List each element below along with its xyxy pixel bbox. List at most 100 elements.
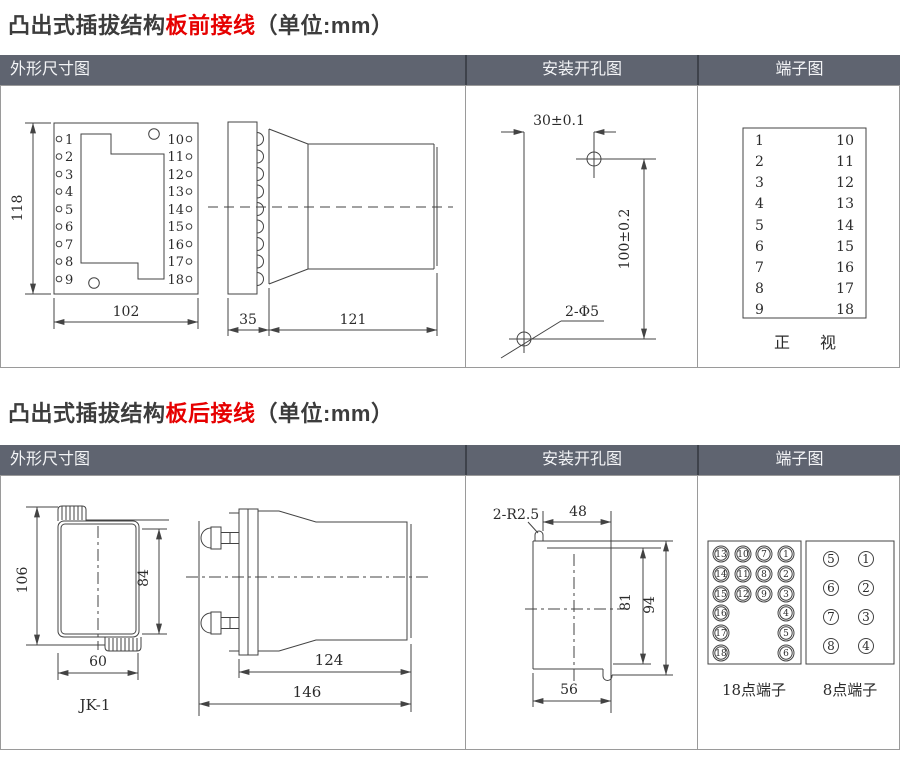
mounting-hole: [88, 277, 100, 289]
section2-header-row: 外形尺寸图 安装开孔图 端子图: [0, 445, 900, 475]
dim-56: 56: [532, 673, 612, 707]
side-view: [208, 121, 453, 295]
install-hole-drawing-front-wiring: 30±0.1 100±0.2 2-Φ5: [500, 113, 656, 359]
dim-label: 106: [15, 567, 31, 594]
svg-text:7: 7: [755, 260, 764, 276]
dim-label: 102: [113, 304, 140, 320]
mounting-tab: [104, 637, 142, 652]
slot-callout: 2-R2.5: [493, 507, 539, 534]
terminal-number: 10: [167, 133, 184, 148]
svg-text:15: 15: [715, 590, 727, 600]
terminal-number: 14: [167, 203, 184, 218]
terminal-number: 8: [65, 255, 73, 270]
section1-terminal-cell: 1 2 3 4 5 6 7 8 9 10 11 12 13 14 15: [697, 86, 899, 367]
title-wiring-type: 板后接线: [165, 401, 256, 426]
front-view: [26, 505, 169, 652]
terminal-block-8pt: 5 6 7 8 1 2 3 4 8点端子: [805, 540, 895, 699]
section1-install-cell: 30±0.1 100±0.2 2-Φ5: [465, 86, 697, 367]
dim-label: 84: [136, 569, 152, 587]
section2-install-cell: 2-R2.5 48 81 94: [465, 476, 697, 749]
svg-text:2: 2: [755, 154, 764, 170]
terminal-numbers-left: 1 2 3 4 5 6 7 8 9: [755, 133, 764, 318]
terminal-number: 2: [65, 150, 73, 165]
dim-106: 106: [15, 506, 40, 646]
title-prefix: 凸出式插拔结构: [8, 13, 166, 38]
svg-text:2: 2: [862, 581, 870, 595]
centerlines: [525, 554, 629, 683]
dim-label: 124: [315, 651, 344, 669]
terminal-block-18pt: 13 14 15 16 17 18 10 11 12 7 8 9 1 2 3 4: [707, 540, 802, 699]
svg-text:5: 5: [755, 218, 764, 234]
svg-text:12: 12: [836, 175, 854, 191]
terminal-number: 6: [65, 220, 73, 235]
section1-body-row: 1 2 3 4 5 6 7 8 9 10 11 12 13 14 15 16 1: [0, 85, 900, 368]
section2-body-row: 106 84 60 JK-1: [0, 475, 900, 750]
svg-text:1: 1: [862, 552, 870, 566]
svg-text:7: 7: [761, 550, 767, 560]
svg-text:10: 10: [836, 133, 854, 149]
svg-text:1: 1: [783, 550, 789, 560]
dim-label: 121: [340, 312, 367, 328]
dim-label: 60: [89, 654, 107, 670]
section2-terminal-cell: 13 14 15 16 17 18 10 11 12 7 8 9 1 2 3 4: [697, 476, 899, 749]
dim-width-102: 102: [53, 298, 199, 329]
svg-text:16: 16: [715, 609, 727, 619]
svg-text:3: 3: [783, 590, 789, 600]
terminal-drawing-front-wiring: 1 2 3 4 5 6 7 8 9 10 11 12 13 14 15: [742, 127, 867, 352]
hole-spec-label: 2-Φ5: [565, 304, 599, 320]
svg-text:6: 6: [783, 649, 789, 659]
terminal-number: 5: [65, 203, 73, 218]
svg-text:18: 18: [836, 302, 854, 318]
slot-spec-label: 2-R2.5: [493, 507, 539, 523]
dim-81: 81: [613, 547, 651, 665]
dim-label: 30±0.1: [533, 113, 585, 129]
svg-text:10: 10: [737, 550, 749, 560]
svg-text:12: 12: [737, 590, 748, 600]
terminal-number: 17: [167, 255, 184, 270]
terminal-number: 13: [167, 185, 184, 200]
svg-text:11: 11: [737, 570, 748, 580]
dim-label: 81: [618, 593, 634, 611]
svg-text:9: 9: [755, 302, 764, 318]
terminal-number: 9: [65, 273, 73, 288]
dim-label: 48: [569, 504, 587, 520]
header-outline-view: 外形尺寸图: [10, 61, 91, 78]
terminal-number: 18: [167, 273, 184, 288]
terminal-drawing-rear-wiring: 13 14 15 16 17 18 10 11 12 7 8 9 1 2 3 4: [707, 540, 895, 699]
svg-text:16: 16: [836, 260, 854, 276]
hole-callout: 2-Φ5: [500, 304, 604, 359]
header-terminal-view: 端子图: [697, 445, 900, 475]
svg-text:11: 11: [836, 154, 854, 170]
svg-text:13: 13: [836, 196, 854, 212]
svg-text:1: 1: [755, 133, 764, 149]
side-view: [186, 508, 429, 716]
section1-header-row: 外形尺寸图 安装开孔图 端子图: [0, 55, 900, 85]
terminal-number: 16: [167, 238, 184, 253]
dim-94: 94: [642, 540, 669, 676]
svg-text:6: 6: [827, 581, 835, 595]
header-install-holes: 安装开孔图: [465, 55, 697, 85]
header-terminal-view: 端子图: [697, 55, 900, 85]
svg-text:13: 13: [715, 550, 727, 560]
title-unit: （单位:mm）: [255, 13, 394, 38]
terminal-number: 4: [65, 185, 73, 200]
title-prefix: 凸出式插拔结构: [8, 401, 166, 426]
header-install-holes: 安装开孔图: [465, 445, 697, 475]
terminal-number: 1: [65, 133, 73, 148]
dim-60: 60: [57, 653, 139, 680]
dim-100: 100±0.2: [617, 158, 647, 340]
terminal-number: 3: [65, 168, 73, 183]
dim-label: 35: [239, 312, 257, 328]
dim-48: 48: [542, 504, 612, 713]
svg-text:14: 14: [715, 570, 727, 580]
svg-text:8: 8: [761, 570, 767, 580]
svg-text:3: 3: [862, 610, 870, 624]
section2-outline-cell: 106 84 60 JK-1: [1, 476, 465, 749]
title-unit: （单位:mm）: [255, 401, 394, 426]
mounting-tab: [57, 505, 87, 521]
mounting-hole: [148, 128, 160, 140]
key-slot: [534, 530, 544, 541]
title-wiring-type: 板前接线: [165, 13, 256, 38]
dim-label: 118: [10, 195, 26, 222]
section1-table: 外形尺寸图 安装开孔图 端子图 1: [0, 55, 900, 368]
